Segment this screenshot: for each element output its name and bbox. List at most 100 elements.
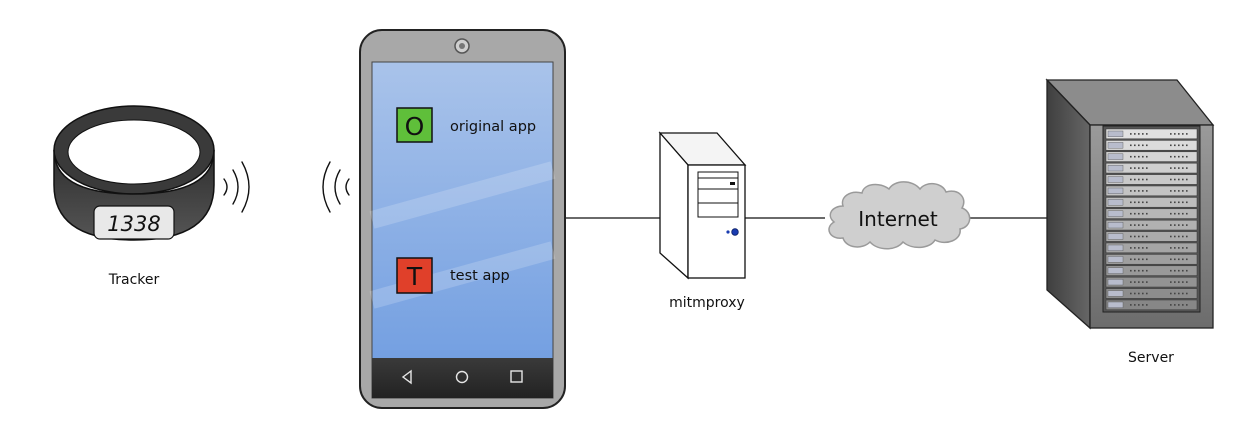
app-original[interactable]: O original app [396, 107, 536, 143]
rack-unit-indicator [1170, 224, 1172, 226]
rack-unit-indicator [1134, 167, 1136, 169]
rack-unit-indicator [1142, 292, 1144, 295]
rack-unit-indicator [1186, 155, 1188, 158]
rack-unit-indicator [1186, 304, 1188, 306]
cloud-icon [828, 181, 971, 250]
rack-unit-indicator [1146, 235, 1148, 238]
rack-unit-indicator [1146, 190, 1148, 192]
rack-unit-handle [1107, 176, 1124, 183]
rack-unit-indicator [1182, 304, 1184, 306]
rack-unit-indicator [1142, 201, 1144, 204]
rack-unit-indicator [1178, 155, 1180, 158]
rack-unit-indicator [1174, 258, 1176, 261]
rack-unit-indicator [1134, 258, 1136, 261]
rack-unit-indicator [1178, 167, 1180, 169]
rack-unit-indicator [1178, 144, 1180, 147]
rack-unit-indicator [1186, 212, 1188, 215]
server-rack-units [1105, 128, 1198, 311]
rack-unit-indicator [1130, 167, 1132, 169]
rack-unit-indicator [1138, 190, 1140, 192]
rack-unit-indicator [1170, 258, 1172, 261]
rack-unit-indicator [1134, 235, 1136, 238]
rack-unit-handle [1107, 301, 1124, 309]
rack-unit-indicator [1174, 144, 1176, 147]
rack-unit-indicator [1178, 224, 1180, 226]
rack-unit-indicator [1182, 133, 1184, 135]
rack-unit-indicator [1138, 224, 1140, 226]
rack-unit-indicator [1138, 258, 1140, 261]
recents-icon[interactable] [510, 370, 523, 383]
rack-unit-indicator [1170, 190, 1172, 192]
tracker-band-inner [67, 119, 201, 185]
rack-unit [1105, 208, 1198, 219]
rack-unit-indicator [1174, 178, 1176, 181]
rack-unit-indicator [1130, 269, 1132, 272]
rack-unit-indicator [1186, 133, 1188, 135]
rack-unit-indicator [1142, 167, 1144, 169]
back-icon[interactable] [401, 369, 412, 385]
rack-unit [1105, 276, 1198, 288]
rack-unit-indicator [1146, 292, 1148, 295]
rack-unit [1105, 231, 1198, 242]
tracker-label: Tracker [108, 272, 160, 288]
rack-unit-indicator [1178, 281, 1180, 283]
rack-unit-indicator [1138, 201, 1140, 204]
rack-unit-indicator [1146, 178, 1148, 181]
rack-unit-indicator [1130, 144, 1132, 147]
rack-unit-indicator [1142, 144, 1144, 147]
rack-unit-indicator [1142, 269, 1144, 272]
rack-unit-handle [1107, 279, 1124, 286]
rack-unit [1105, 162, 1198, 174]
rack-unit [1105, 140, 1198, 151]
tracker: 1338 Tracker [53, 105, 215, 288]
app-test-icon-letter: T [406, 262, 423, 291]
rack-unit-indicator [1174, 190, 1176, 192]
rack-unit-indicator [1170, 144, 1172, 147]
server-label: Server [1128, 350, 1174, 366]
rack-unit-indicator [1130, 281, 1132, 283]
tracker-display [93, 205, 175, 240]
app-original-label: original app [450, 119, 536, 135]
rack-unit-indicator [1134, 247, 1136, 249]
rack-unit-indicator [1142, 247, 1144, 249]
rack-unit-indicator [1186, 247, 1188, 249]
home-icon[interactable] [455, 370, 469, 384]
rack-unit-indicator [1142, 178, 1144, 181]
rack-unit-indicator [1178, 258, 1180, 261]
rack-unit-indicator [1182, 178, 1184, 181]
rack-unit-indicator [1130, 133, 1132, 135]
rack-unit-indicator [1146, 155, 1148, 158]
rack-unit-indicator [1174, 212, 1176, 215]
rack-unit-indicator [1146, 144, 1148, 147]
rack-unit-indicator [1182, 269, 1184, 272]
rack-unit [1105, 151, 1198, 162]
rack-unit-indicator [1174, 281, 1176, 283]
rack-unit-indicator [1182, 258, 1184, 261]
rack-unit-indicator [1130, 201, 1132, 204]
smartphone: O original app T test app [359, 29, 566, 409]
app-test[interactable]: T test app [396, 257, 510, 294]
rack-unit-indicator [1170, 247, 1172, 249]
phone-nav-bar [372, 358, 553, 398]
rack-unit-indicator [1142, 258, 1144, 261]
rack-unit-indicator [1170, 292, 1172, 295]
rack-unit-indicator [1170, 281, 1172, 283]
rack-unit-indicator [1178, 178, 1180, 181]
rack-unit [1105, 174, 1198, 185]
rack-unit-handle [1107, 153, 1124, 160]
rack-unit-indicator [1134, 201, 1136, 204]
rack-unit-handle [1107, 290, 1124, 297]
app-test-icon[interactable] [396, 257, 433, 294]
rack-unit-indicator [1178, 292, 1180, 295]
rack-unit-indicator [1174, 235, 1176, 238]
rack-unit-indicator [1182, 201, 1184, 204]
app-original-icon[interactable] [396, 107, 433, 143]
rack-unit-indicator [1146, 269, 1148, 272]
rack-unit-indicator [1138, 269, 1140, 272]
phone-signal-icon [322, 161, 350, 213]
rack-unit-indicator [1178, 269, 1180, 272]
rack-unit-indicator [1178, 247, 1180, 249]
app-original-icon-letter: O [405, 112, 425, 141]
rack-unit-indicator [1182, 224, 1184, 226]
internet-label: Internet [858, 207, 938, 231]
